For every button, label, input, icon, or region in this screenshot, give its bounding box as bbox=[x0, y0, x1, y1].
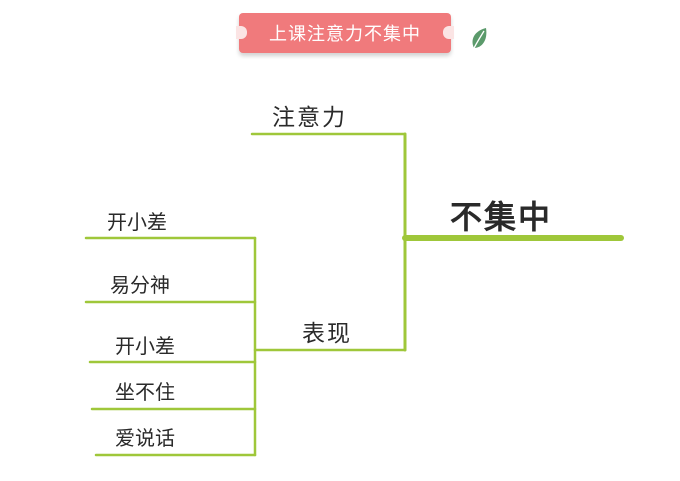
sub-label-3: 开小差 bbox=[115, 334, 175, 358]
title-banner: 上课注意力不集中 bbox=[236, 13, 454, 53]
sub-label-5: 爱说话 bbox=[115, 426, 175, 450]
sub-label-1: 开小差 bbox=[107, 210, 167, 234]
branch-label-behavior: 表现 bbox=[302, 321, 352, 347]
branch-label-attention: 注意力 bbox=[272, 105, 347, 131]
sub-label-4: 坐不住 bbox=[115, 380, 175, 404]
sub-label-2: 易分神 bbox=[110, 273, 170, 297]
page-title: 上课注意力不集中 bbox=[269, 24, 421, 45]
leaf-icon bbox=[472, 28, 487, 51]
root-label: 不集中 bbox=[450, 198, 553, 236]
